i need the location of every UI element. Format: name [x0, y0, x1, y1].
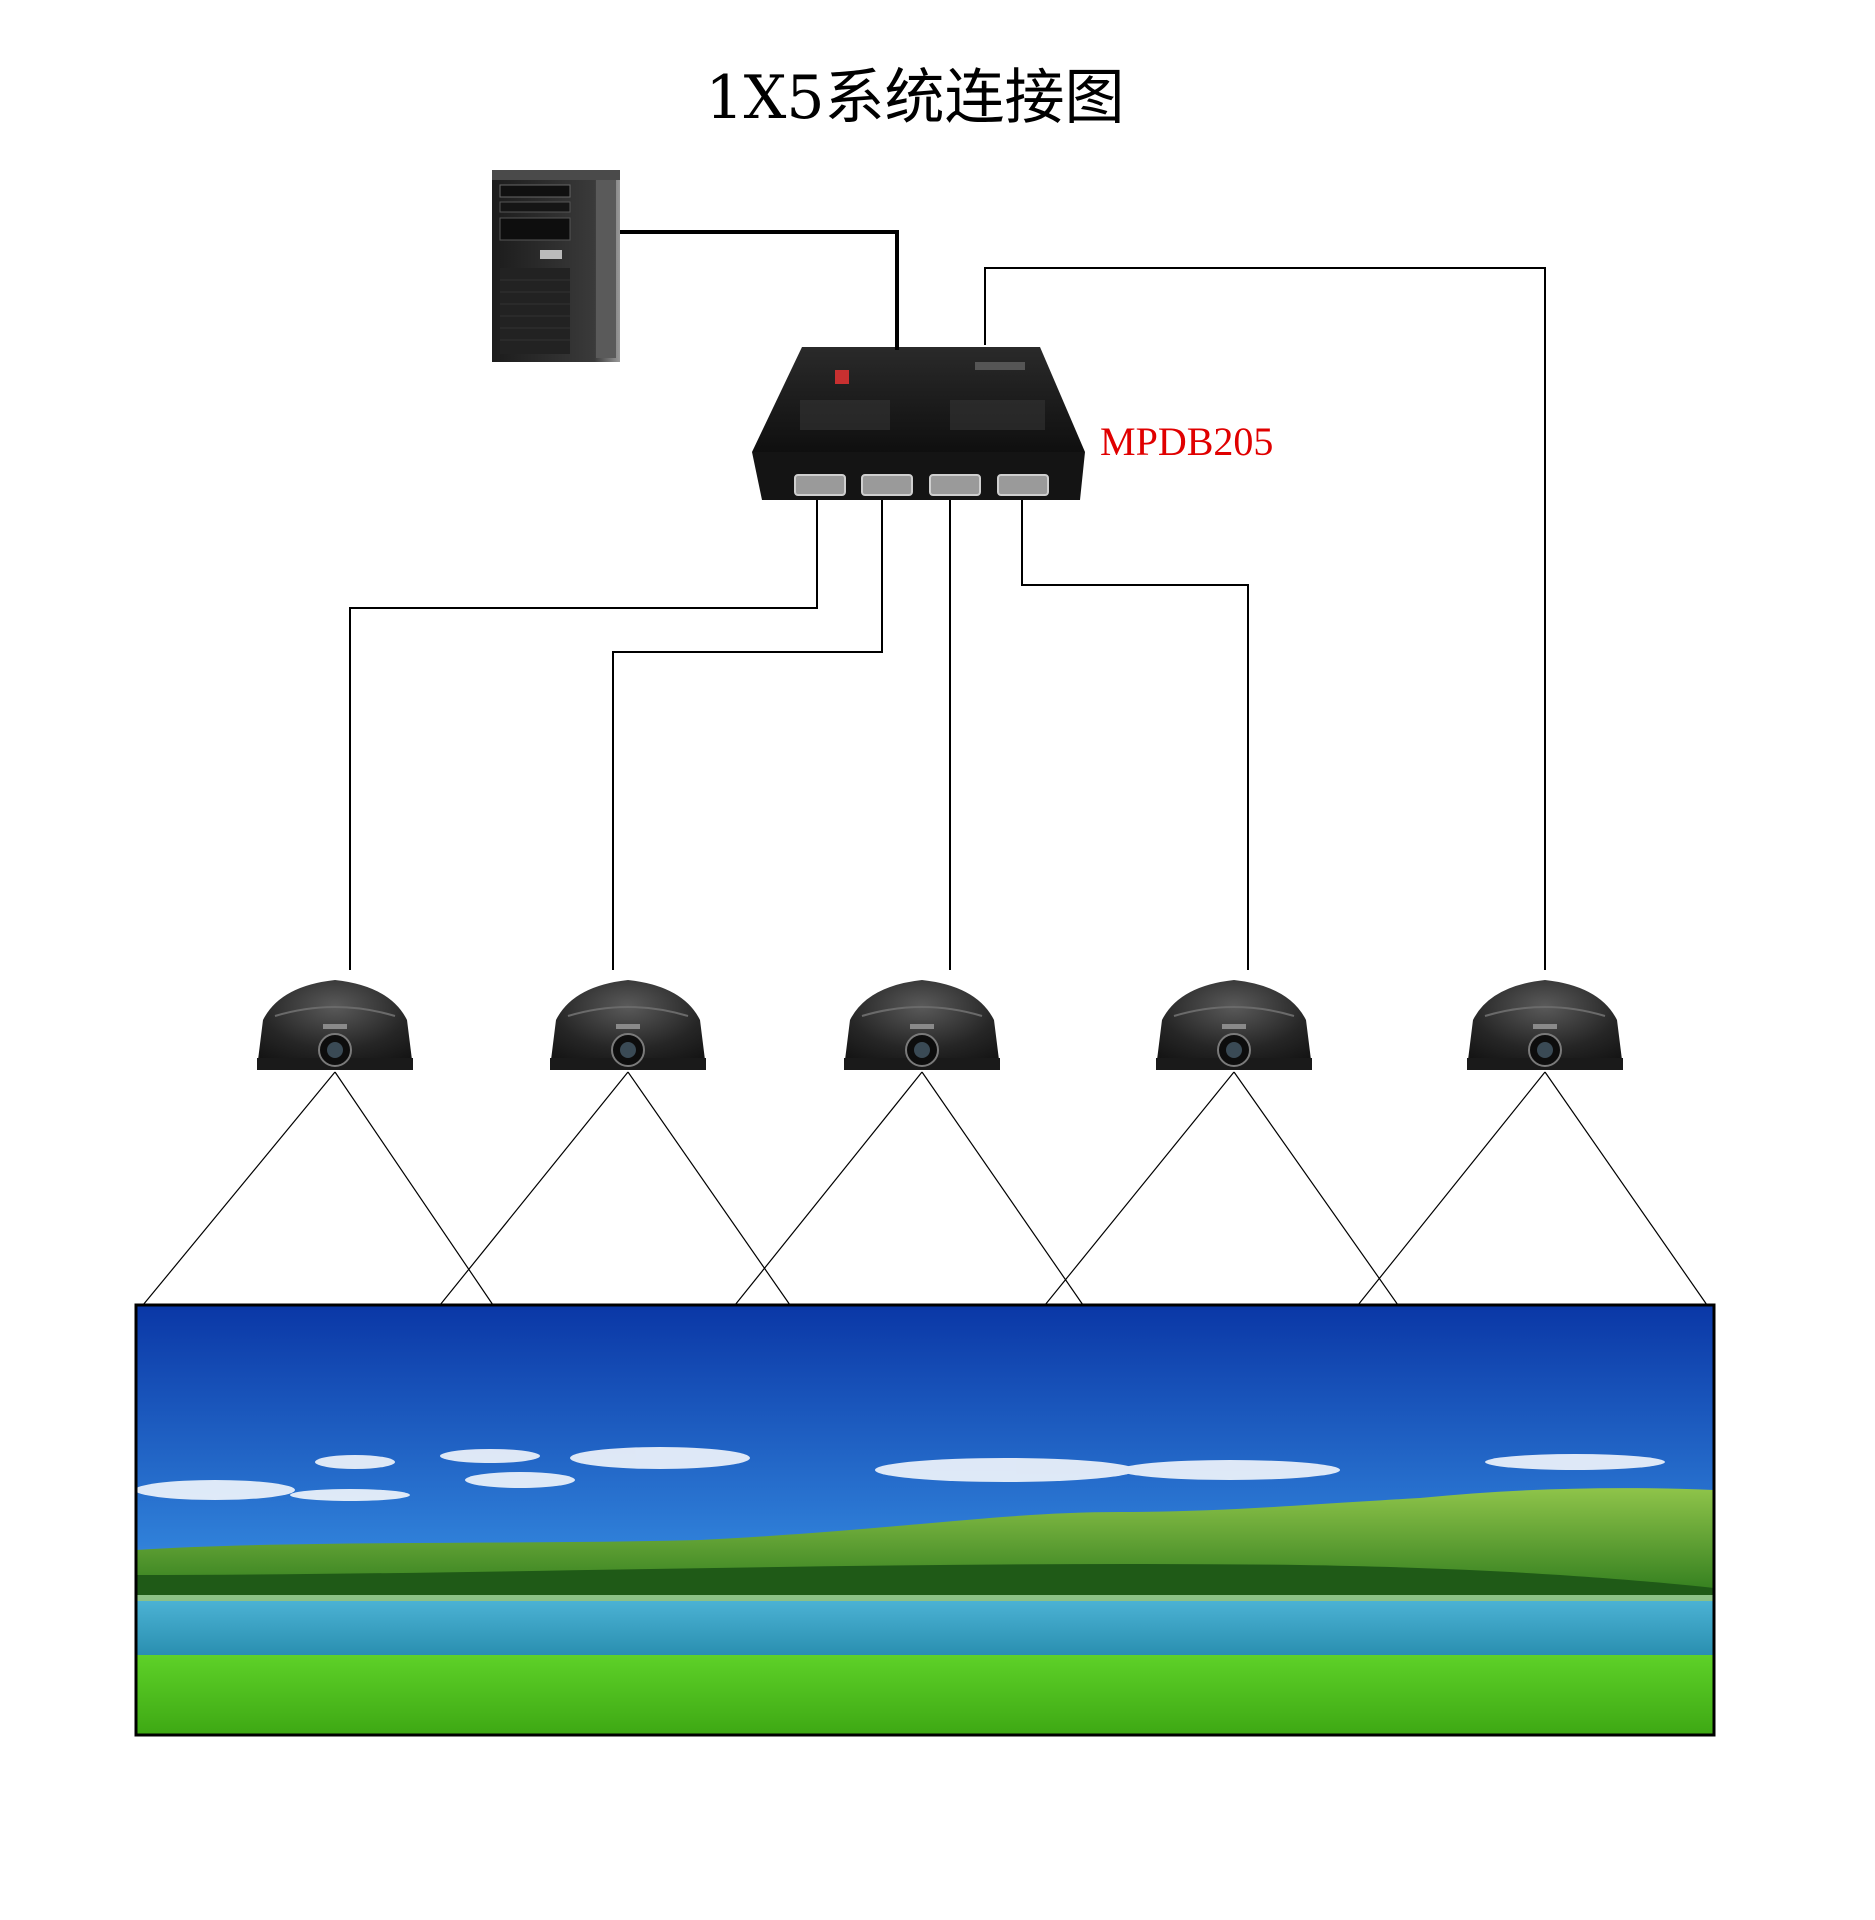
- projector-icon-5: [1466, 979, 1624, 1071]
- cable-computer-to-splitter: [620, 230, 899, 350]
- connection-cables: [349, 230, 1546, 970]
- cable-splitter-to-projector-4: [1021, 500, 1249, 970]
- projector-icon-4: [1155, 979, 1313, 1071]
- projector-icon-3: [843, 979, 1001, 1071]
- diagram-title: 1X5系统连接图: [705, 63, 1124, 133]
- projection-beams: [142, 1071, 1708, 1306]
- cable-splitter-to-projector-1: [349, 500, 818, 970]
- panorama-screen: [134, 1303, 1716, 1737]
- projector-icon-2: [549, 979, 707, 1071]
- cable-splitter-to-projector-2: [612, 500, 883, 970]
- device-model-label: MPDB205: [1100, 419, 1273, 464]
- projector-row: [256, 979, 1624, 1071]
- projector-icon-1: [256, 979, 414, 1071]
- cable-splitter-to-projector-5: [984, 267, 1546, 970]
- pc-tower-icon: [492, 170, 620, 362]
- video-splitter-icon: [752, 347, 1085, 500]
